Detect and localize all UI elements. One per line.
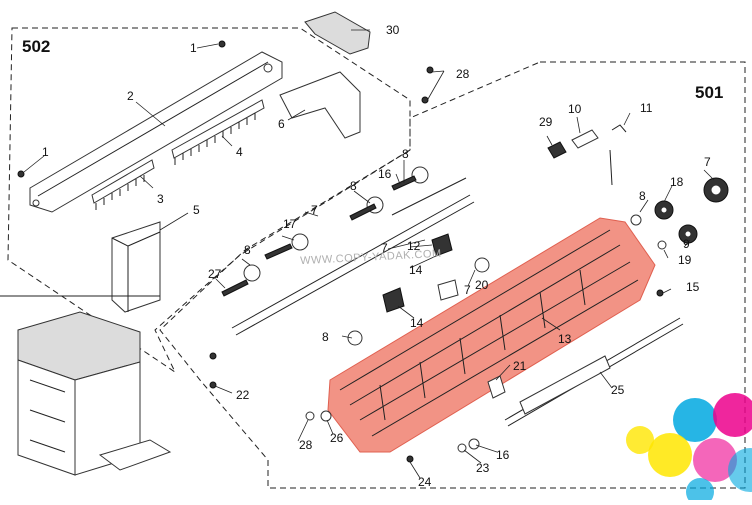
callout-3: 3: [157, 192, 164, 206]
callout-6: 6: [278, 117, 285, 131]
callout-28: 28: [456, 67, 470, 81]
callout-21: 21: [513, 359, 527, 373]
callout-15: 15: [686, 280, 700, 294]
callout-30: 30: [386, 23, 400, 37]
part-2-frame: [29, 51, 283, 213]
callout-16: 16: [378, 167, 392, 181]
callout-14: 14: [410, 316, 424, 330]
callout-25: 25: [611, 383, 625, 397]
group-label-502: 502: [22, 37, 50, 56]
callout-28: 28: [299, 438, 313, 452]
callout-7: 7: [464, 283, 471, 297]
callout-9: 9: [683, 237, 690, 251]
callout-10: 10: [568, 102, 582, 116]
callout-29: 29: [539, 115, 553, 129]
callout-23: 23: [476, 461, 490, 475]
part-21-guide-highlight: [327, 217, 656, 453]
cmyk-logo: [626, 393, 752, 505]
roller-shafts: [221, 166, 490, 346]
callout-7: 7: [311, 203, 318, 217]
callout-11: 11: [640, 101, 653, 115]
callout-7: 7: [381, 241, 388, 255]
leader-lines: [23, 29, 715, 479]
callout-1: 1: [42, 145, 49, 159]
callout-20: 20: [475, 278, 489, 292]
callout-13: 13: [558, 332, 572, 346]
parts-center: [382, 233, 506, 399]
callout-7: 7: [704, 155, 711, 169]
group-501-outline: [159, 61, 746, 489]
callout-24: 24: [418, 475, 432, 489]
part-3-comb: [91, 159, 155, 210]
callout-8: 8: [639, 189, 646, 203]
callout-26: 26: [330, 431, 344, 445]
parts-top-right: [547, 124, 627, 186]
callout-27: 27: [208, 267, 222, 281]
part-4-comb: [171, 99, 265, 165]
callout-4: 4: [236, 145, 243, 159]
callout-8: 8: [350, 179, 357, 193]
part-5-bracket: [111, 221, 161, 313]
callout-1: 1: [190, 41, 197, 55]
callout-8: 8: [322, 330, 329, 344]
callout-8: 8: [244, 243, 251, 257]
copier-thumbnail: [0, 295, 172, 476]
callout-19: 19: [678, 253, 692, 267]
callout-22: 22: [236, 388, 250, 402]
gears: [630, 177, 729, 250]
highlight-region: [327, 217, 656, 453]
callout-17: 17: [283, 217, 297, 231]
callout-12: 12: [407, 239, 421, 253]
part-6-bracket: [279, 71, 361, 139]
callout-14: 14: [409, 263, 423, 277]
callout-18: 18: [670, 175, 684, 189]
callout-16: 16: [496, 448, 510, 462]
callout-8: 8: [402, 147, 409, 161]
group-label-501: 501: [695, 83, 723, 102]
part-22-shaft: [504, 317, 684, 427]
callout-5: 5: [193, 203, 200, 217]
callout-2: 2: [127, 89, 134, 103]
group-502-outline: [7, 27, 411, 374]
part-30: [304, 11, 371, 55]
